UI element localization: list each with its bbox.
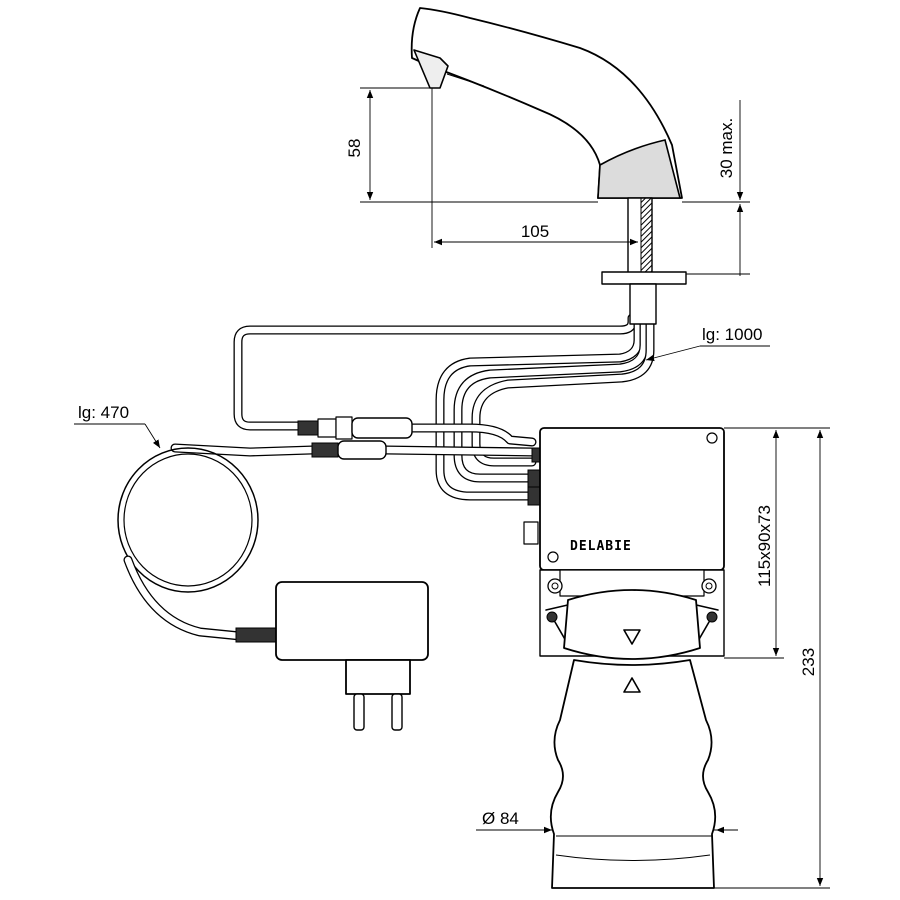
control-box: DELABIE [523, 427, 725, 889]
dim-reach: 105 [521, 222, 549, 241]
dim-deck-thickness: 30 max. [717, 118, 736, 178]
dim-box-size: 115x90x73 [755, 505, 774, 587]
triangle-up-icon [623, 677, 641, 693]
dim-cable-length-tap: lg: 1000 [702, 325, 763, 344]
brand-label: DELABIE [570, 539, 632, 554]
cable-group [117, 313, 655, 641]
dim-spout-height: 58 [345, 139, 364, 158]
dim-cable-length-adapter: lg: 470 [78, 403, 129, 422]
cable-connector-upper [297, 416, 413, 440]
faucet [410, 7, 687, 325]
cable-connector-lower [311, 440, 387, 460]
electronics-box [539, 427, 725, 571]
triangle-down-icon [623, 629, 641, 645]
power-adapter [235, 581, 429, 731]
cable-coil [117, 447, 259, 593]
dimension-lines [74, 87, 830, 889]
dim-diameter: Ø 84 [482, 809, 519, 828]
dim-total-height: 233 [799, 648, 818, 676]
